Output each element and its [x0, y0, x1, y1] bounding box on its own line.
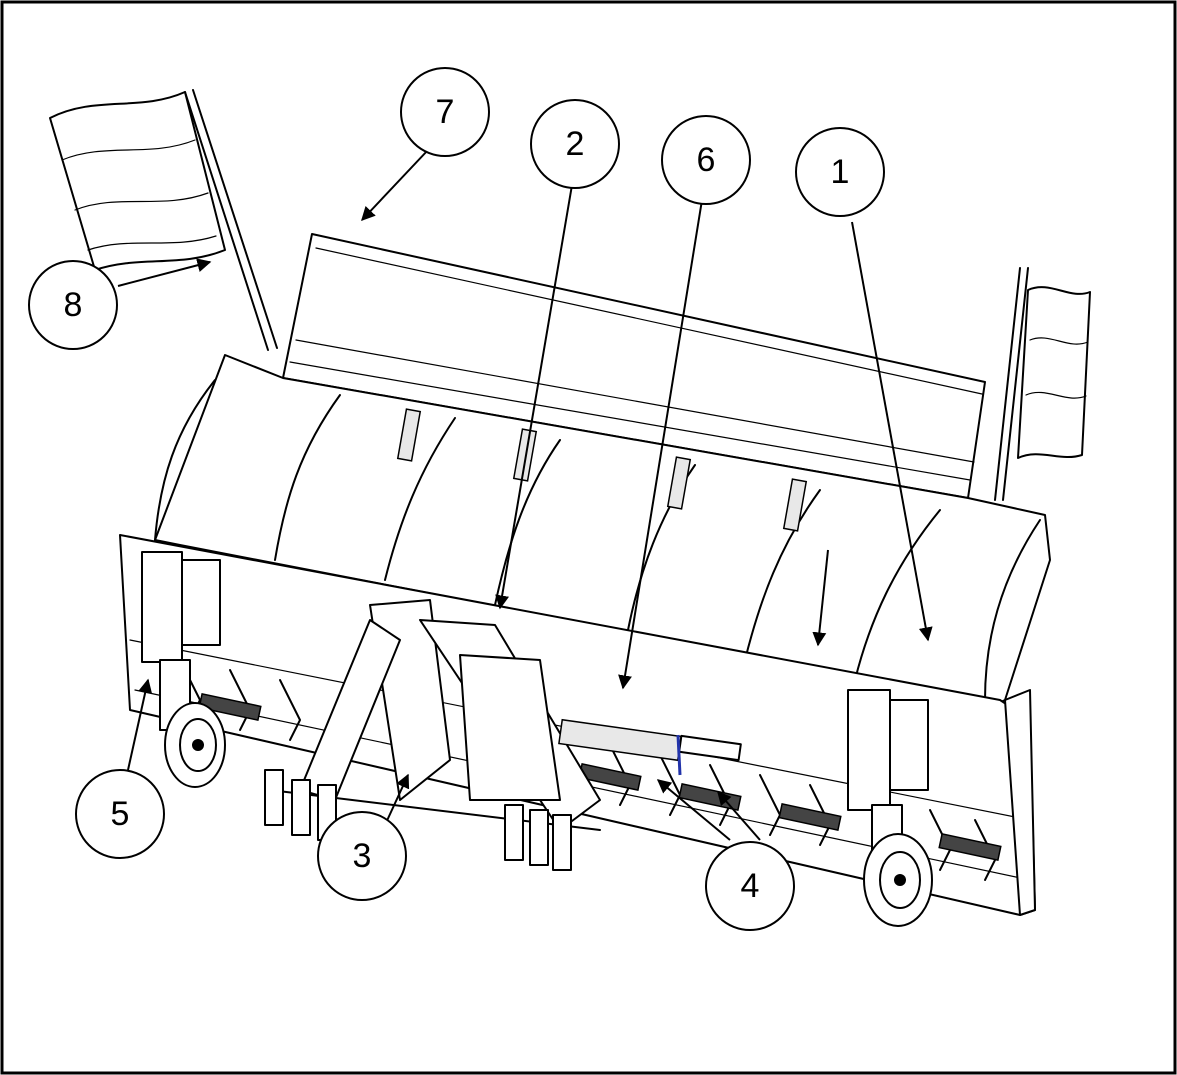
leader-1b	[812, 549, 829, 647]
callout-2-label: 2	[566, 125, 585, 163]
callout-7: 7	[400, 67, 490, 157]
leader-5	[127, 678, 153, 771]
leader-6	[618, 199, 703, 690]
callout-7-label: 7	[436, 93, 455, 131]
callout-8: 8	[28, 260, 118, 350]
callout-6: 6	[661, 115, 751, 205]
leader-3	[384, 773, 410, 826]
callout-4-label: 4	[741, 867, 760, 905]
callout-2: 2	[530, 99, 620, 189]
leader-4b	[717, 790, 761, 841]
callout-3: 3	[317, 811, 407, 901]
leader-2	[495, 184, 573, 610]
callout-1-label: 1	[831, 153, 850, 191]
right-marker-flag	[994, 267, 1091, 501]
callout-4: 4	[705, 841, 795, 931]
callout-3-label: 3	[353, 837, 372, 875]
callout-6-label: 6	[697, 141, 716, 179]
leader-4a	[656, 779, 731, 841]
callout-8-label: 8	[64, 286, 83, 324]
leader-7	[361, 149, 429, 222]
left-marker-flag	[49, 89, 278, 351]
hydraulic-cylinder	[558, 718, 742, 776]
leader-8	[117, 258, 212, 287]
leader-1	[851, 221, 933, 642]
leader-lines	[117, 149, 933, 841]
three-point-hitch	[264, 599, 601, 871]
callout-5-label: 5	[111, 795, 130, 833]
snow-pusher-drawing	[49, 89, 1091, 927]
callout-5: 5	[75, 769, 165, 859]
right-caster-wheel	[847, 689, 933, 927]
callout-1: 1	[795, 127, 885, 217]
left-caster-wheel	[141, 551, 226, 788]
